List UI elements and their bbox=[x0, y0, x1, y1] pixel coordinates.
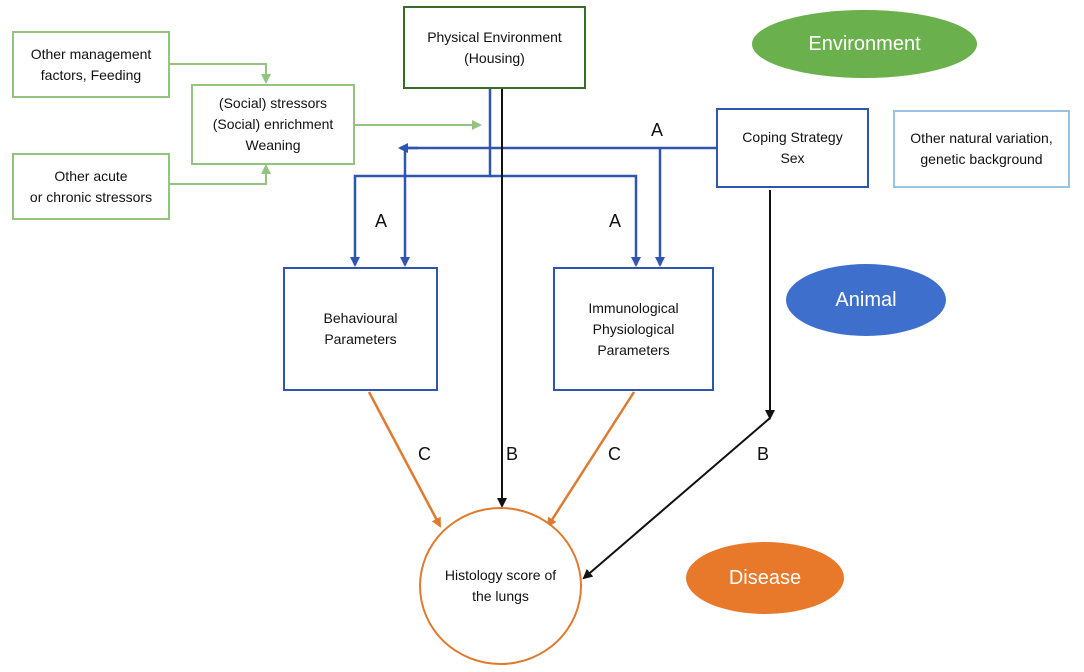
behavioural-parameters-box: Behavioural Parameters bbox=[283, 267, 438, 391]
other-acute-label: Other acute or chronic stressors bbox=[29, 167, 153, 205]
histology-score-label: Histology score of the lungs bbox=[444, 567, 557, 604]
arrow-housing-to-immuno bbox=[490, 174, 641, 267]
immunological-parameters-label: Immunological Physiological Parameters bbox=[588, 299, 679, 358]
disease-legend: Disease bbox=[686, 542, 844, 614]
other-acute-box: Other acute or chronic stressors bbox=[12, 153, 170, 220]
arrow-label-c-right: C bbox=[608, 444, 621, 464]
animal-legend: Animal bbox=[786, 264, 946, 336]
behavioural-parameters-label: Behavioural Parameters bbox=[323, 310, 398, 347]
arrow-label-a-right: A bbox=[609, 211, 622, 231]
arrow-label-a-left: A bbox=[375, 211, 388, 231]
other-management-label: Other management factors, Feeding bbox=[30, 45, 152, 83]
coping-strategy-box: Coping Strategy Sex bbox=[716, 108, 869, 188]
histology-score-circle: Histology score of the lungs bbox=[419, 507, 582, 665]
arrow-label-c-left: C bbox=[418, 444, 431, 464]
immunological-parameters-box: Immunological Physiological Parameters bbox=[553, 267, 714, 391]
arrow-label-b-right: B bbox=[757, 444, 770, 464]
arrow-mgmt-to-social bbox=[170, 63, 271, 84]
coping-strategy-label: Coping Strategy Sex bbox=[742, 129, 843, 166]
arrow-label-a-top: A bbox=[651, 120, 664, 140]
natural-variation-box: Other natural variation, genetic backgro… bbox=[893, 110, 1070, 188]
environment-legend-label: Environment bbox=[808, 32, 921, 55]
social-stressors-label: (Social) stressors (Social) enrichment W… bbox=[212, 95, 334, 153]
arrow-housing-to-behavioural bbox=[350, 88, 492, 267]
animal-legend-label: Animal bbox=[835, 288, 897, 311]
other-management-box: Other management factors, Feeding bbox=[12, 31, 170, 98]
environment-legend: Environment bbox=[752, 10, 977, 78]
physical-environment-box: Physical Environment (Housing) bbox=[403, 6, 586, 89]
arrow-label-b-center: B bbox=[506, 444, 519, 464]
arrow-coping-to-behavioural bbox=[400, 146, 716, 267]
social-stressors-box: (Social) stressors (Social) enrichment W… bbox=[191, 84, 355, 165]
natural-variation-label: Other natural variation, genetic backgro… bbox=[910, 130, 1053, 167]
arrow-coping-to-histology bbox=[582, 417, 771, 580]
arrow-behavioural-to-histology bbox=[367, 391, 442, 528]
arrow-acute-to-social bbox=[170, 164, 271, 185]
disease-legend-label: Disease bbox=[728, 566, 802, 589]
physical-environment-label: Physical Environment (Housing) bbox=[427, 28, 562, 66]
arrow-immuno-to-histology bbox=[546, 391, 636, 528]
